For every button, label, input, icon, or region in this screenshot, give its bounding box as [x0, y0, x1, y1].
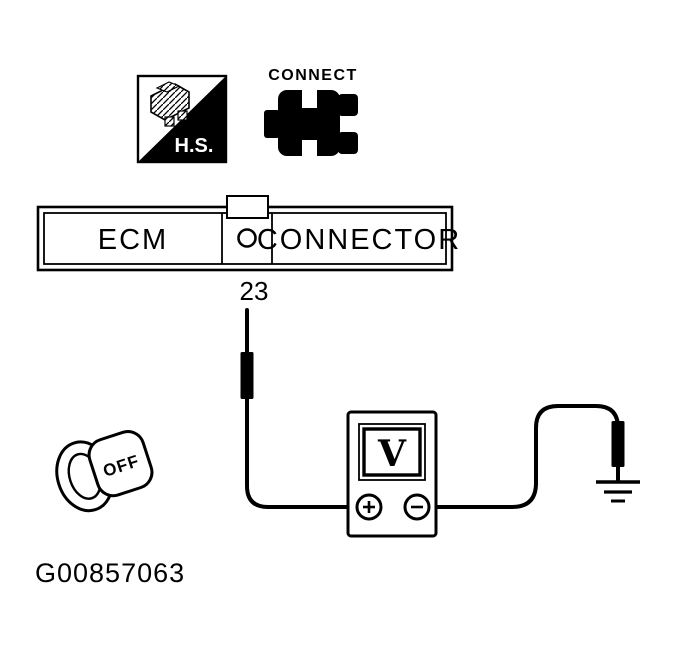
left-lead-wire [245, 308, 359, 509]
right-probe-sleeve [611, 421, 625, 467]
tool-prong-left [164, 116, 175, 127]
plug-slot-bottom [302, 140, 317, 162]
hs-badge: H.S. [136, 74, 228, 164]
plug-body [278, 90, 340, 156]
plus-icon [363, 501, 375, 513]
connect-badge-label: CONNECT [268, 67, 358, 84]
tool-prong-right [177, 110, 188, 121]
connector-plug-icon [264, 86, 358, 162]
voltmeter-display-letter: V [377, 433, 407, 475]
connect-badge: CONNECT [264, 67, 358, 162]
right-lead-wire [427, 404, 620, 509]
plug-right-bump-bottom [338, 132, 358, 154]
plug-left-tab [264, 110, 280, 138]
connector-label: CONNECTOR [257, 224, 461, 256]
voltmeter: V [346, 410, 438, 538]
connector-lock-tab [226, 195, 269, 219]
harness-tool-icon [150, 81, 190, 127]
figure-id-label: G00857063 [35, 558, 185, 588]
ecm-connector-box: ECM CONNECTOR [36, 195, 461, 272]
right-test-lead [427, 404, 640, 509]
voltmeter-display-inner [362, 427, 422, 477]
ignition-key-off: OFF [55, 430, 154, 513]
tool-top-flap [155, 81, 181, 93]
terminal-pin-circle [237, 228, 257, 248]
ground-icon [596, 480, 640, 503]
ecm-label: ECM [98, 224, 168, 256]
plug-right-bump-top [338, 94, 358, 116]
left-test-lead [240, 308, 359, 509]
left-probe-sleeve [240, 352, 254, 399]
plug-slot-top [302, 86, 317, 108]
positive-terminal [355, 493, 383, 521]
negative-terminal [403, 493, 431, 521]
terminal-number-label: 23 [240, 276, 269, 306]
key-head [87, 430, 154, 498]
hs-badge-label: H.S. [175, 135, 214, 157]
